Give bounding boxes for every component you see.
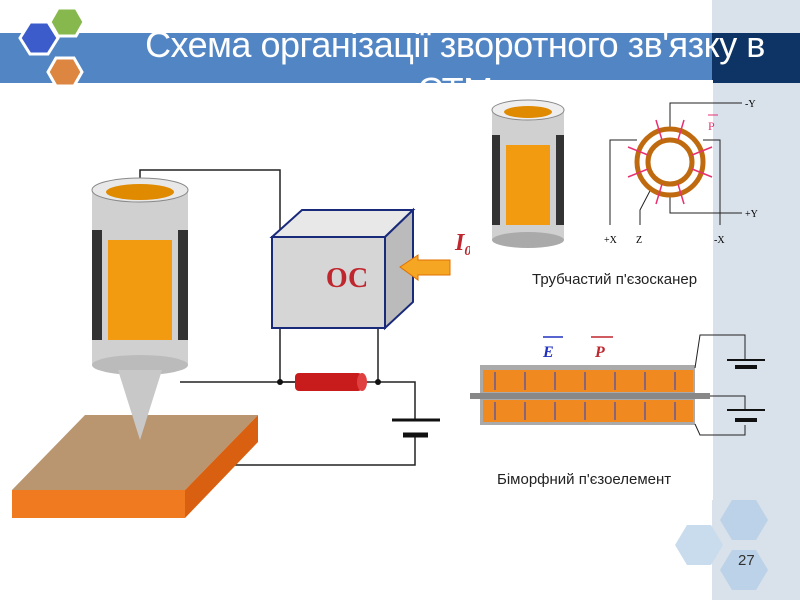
stm-feedback-schematic: ОС I0 [12,169,470,518]
bimorph-diagram: E P [470,334,765,436]
title-band [0,33,712,83]
tube-scanner-diagram: -Y +Y +X Z -X P [491,99,758,248]
bimorph-caption: Біморфний п'єзоелемент [497,471,672,488]
svg-text:P: P [594,344,605,361]
sample-surface [12,415,258,490]
feedback-block-label: ОС [326,263,368,294]
svg-text:Z: Z [636,235,642,246]
svg-text:P: P [708,119,715,133]
current-arrow-icon [399,254,451,281]
svg-text:-X: -X [714,235,725,246]
svg-text:E: E [542,344,554,361]
feedback-block: ОС [269,207,416,331]
tube-scanner-caption: Трубчастий п'єзосканер [532,271,698,288]
hexagon-logo [18,6,86,88]
piezo-tube-scanner [91,177,189,440]
title-band-dark [712,33,800,83]
tip [118,370,162,440]
resistor [295,373,362,391]
svg-text:+Y: +Y [745,209,758,220]
svg-text:+X: +X [604,235,618,246]
current-label: I0 [454,230,470,259]
page-number: 27 [738,552,755,569]
decorative-hexagons [675,500,768,590]
svg-text:-Y: -Y [745,99,756,110]
